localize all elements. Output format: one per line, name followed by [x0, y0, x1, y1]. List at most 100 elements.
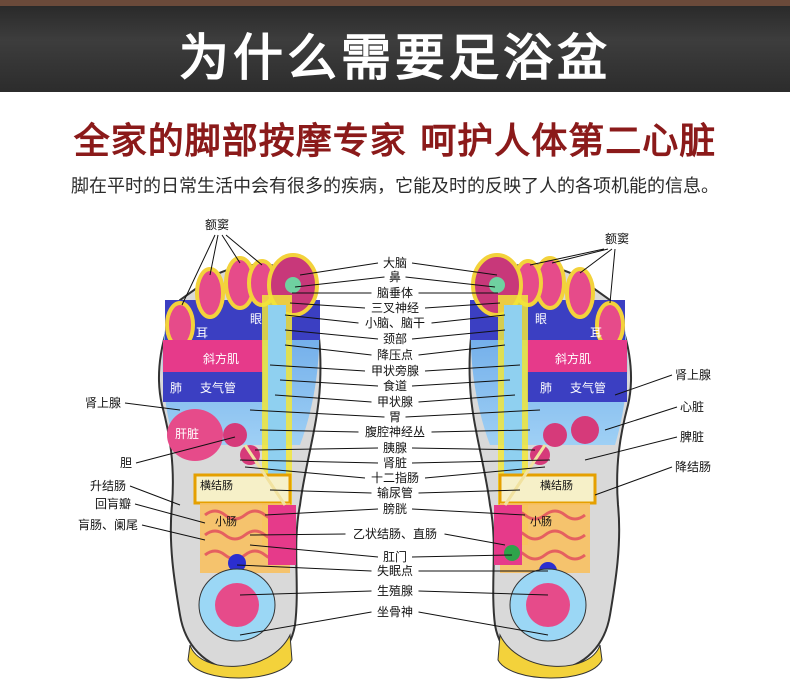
center-leader-right-10	[405, 409, 541, 418]
headline: 全家的脚部按摩专家 呵护人体第二心脏	[73, 121, 717, 162]
center-label-2: 脑垂体	[377, 286, 413, 300]
center-labels: 大脑鼻脑垂体三叉神经小脑、脑干颈部降压点甲状旁腺食道甲状腺胃腹腔神经丛胰腺肾脏十…	[236, 256, 551, 636]
right-side-leader-1	[604, 406, 678, 431]
right-side-label-1: 心脏	[680, 399, 704, 414]
center-label-13: 肾脏	[383, 455, 407, 470]
center-leader-right-13	[411, 459, 551, 464]
center-label-5: 颈部	[383, 331, 407, 346]
left-side-leader-4	[141, 524, 206, 541]
right-small-intestine-label: 小肠	[530, 515, 552, 528]
right-transverse-colon-label: 横结肠	[540, 478, 573, 492]
center-leader-right-6	[418, 344, 506, 356]
left-side-label-1: 胆	[120, 456, 132, 470]
banner-title: 为什么需要足浴盆	[179, 29, 611, 87]
left-foot: 耳 眼 斜方肌 肺 支气管 肝脏 横结肠 小肠	[158, 253, 322, 679]
center-label-19: 失眠点	[377, 563, 413, 578]
center-leader-left-18	[249, 544, 379, 558]
center-leader-left-10	[249, 409, 385, 418]
center-leader-right-21	[418, 611, 549, 636]
center-label-0: 大脑	[383, 256, 407, 270]
center-leader-left-1	[294, 276, 385, 288]
center-leader-left-8	[279, 379, 379, 387]
center-leader-right-18	[411, 554, 513, 558]
center-label-18: 肛门	[383, 549, 407, 564]
center-leader-left-16	[264, 508, 379, 516]
center-label-8: 食道	[383, 378, 407, 393]
center-leader-right-12	[411, 447, 536, 451]
right-side-label-0: 肾上腺	[675, 368, 711, 382]
center-leader-left-7	[269, 364, 366, 372]
title-banner: 为什么需要足浴盆	[0, 0, 790, 92]
right-side-leader-2	[584, 436, 678, 461]
right-side-label-3: 降结肠	[675, 460, 711, 474]
center-leader-left-15	[269, 489, 372, 494]
center-leader-right-15	[418, 489, 521, 494]
center-leader-right-8	[411, 379, 511, 387]
center-label-21: 坐骨神	[377, 605, 413, 619]
center-leader-left-9	[274, 394, 372, 403]
left-side-label-0: 肾上腺	[85, 396, 121, 410]
center-leader-right-17	[444, 533, 506, 546]
right-side-leader-0	[614, 374, 673, 396]
right-side-label-2: 脾脏	[680, 429, 704, 444]
center-leader-left-6	[284, 344, 372, 356]
center-leader-right-0	[411, 262, 498, 276]
left-lung-label: 肺	[170, 381, 182, 395]
center-label-16: 膀胱	[383, 501, 407, 516]
right-foot: 耳 眼 斜方肌 肺 支气管 横结肠 小肠	[468, 253, 632, 679]
center-leader-left-13	[239, 459, 379, 464]
left-side-label-2: 升结肠	[90, 479, 126, 493]
center-leader-left-20	[239, 590, 372, 596]
center-label-10: 胃	[389, 410, 401, 424]
center-label-17: 乙状结肠、直肠	[353, 527, 437, 541]
subtext: 脚在平时的日常生活中会有很多的疾病，它能及时的反映了人的各项机能的信息。	[71, 176, 719, 197]
center-leader-right-5	[411, 329, 506, 340]
right-side-leader-3	[594, 466, 673, 496]
center-label-4: 小脑、脑干	[365, 316, 425, 330]
center-label-14: 十二指肠	[371, 470, 419, 485]
left-side-label-4: 肓肠、阑尾	[78, 517, 138, 532]
center-label-11: 腹腔神经丛	[365, 424, 425, 439]
center-label-9: 甲状腺	[377, 395, 413, 409]
center-leader-left-21	[239, 611, 372, 636]
left-foot-toes	[165, 253, 319, 349]
left-side-label-3: 回肓瓣	[95, 496, 131, 511]
center-leader-left-12	[254, 447, 379, 451]
left-side-leader-3	[134, 503, 206, 524]
right-lung-label: 肺	[540, 381, 552, 395]
right-eye-label: 眼	[535, 312, 547, 326]
left-side-leader-0	[124, 402, 181, 411]
foot-reflexology-diagram: 耳 眼 斜方肌 肺 支气管 肝脏 横结肠 小肠	[78, 218, 711, 679]
center-leader-left-4	[284, 314, 359, 324]
center-label-3: 三叉神经	[371, 301, 419, 315]
center-leader-left-11	[259, 429, 359, 433]
center-leader-left-17	[249, 533, 346, 536]
center-leader-right-7	[424, 364, 521, 372]
center-leader-right-3	[424, 302, 501, 309]
center-leader-right-1	[405, 276, 496, 288]
left-trapezius-label: 斜方肌	[203, 351, 239, 366]
center-label-7: 甲状旁腺	[371, 363, 419, 378]
left-small-intestine-label: 小肠	[215, 515, 237, 528]
right-trapezius-label: 斜方肌	[555, 351, 591, 366]
center-leader-right-4	[431, 314, 506, 324]
left-eye-label: 眼	[250, 312, 262, 326]
left-side-leader-1	[135, 436, 236, 464]
center-leader-left-0	[299, 262, 379, 276]
center-leader-left-3	[289, 302, 366, 309]
center-label-6: 降压点	[377, 348, 413, 362]
right-frontal-sinus-label: 额窦	[605, 232, 629, 246]
center-label-20: 生殖腺	[377, 583, 413, 598]
right-bronchus-label: 支气管	[570, 380, 606, 395]
center-label-15: 输尿管	[377, 485, 413, 500]
center-leader-left-19	[236, 564, 372, 572]
center-leader-right-20	[418, 590, 549, 596]
left-liver-label: 肝脏	[175, 426, 199, 441]
center-leader-right-9	[418, 394, 516, 403]
left-ear-label: 耳	[196, 326, 208, 340]
left-bronchus-label: 支气管	[200, 380, 236, 395]
center-label-1: 鼻	[389, 269, 401, 284]
left-frontal-sinus-label: 额窦	[205, 218, 229, 232]
